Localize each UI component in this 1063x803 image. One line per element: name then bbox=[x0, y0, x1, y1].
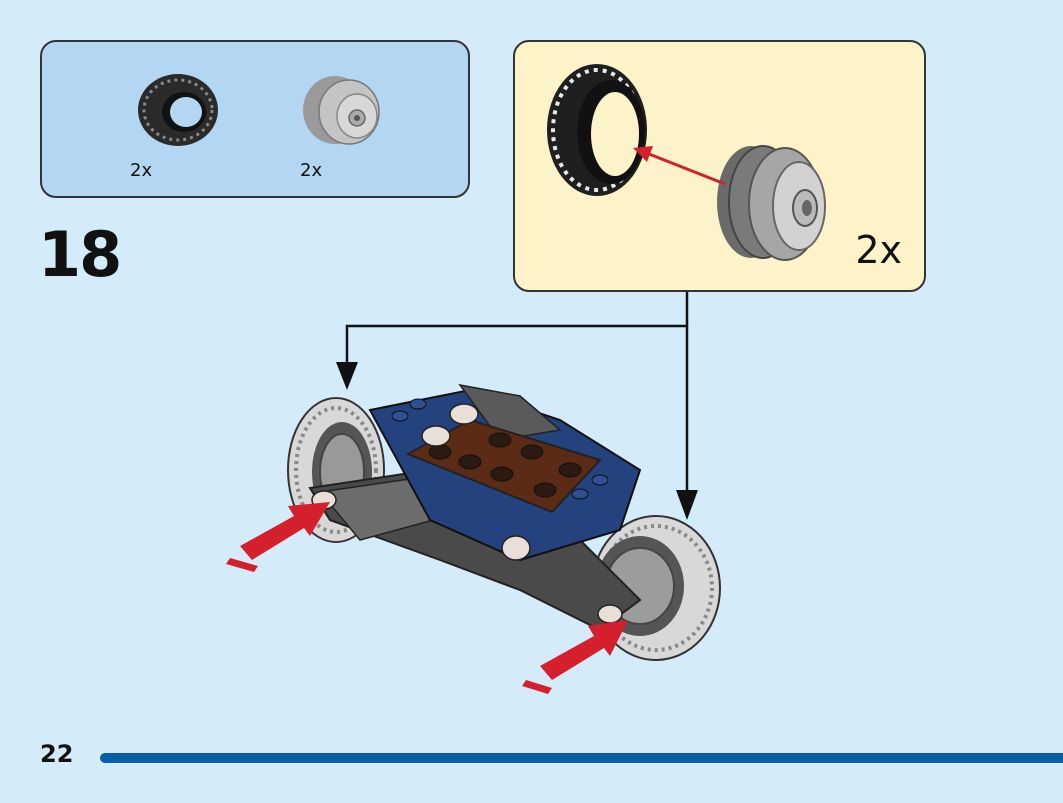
page-number: 22 bbox=[40, 740, 74, 768]
progress-bar bbox=[100, 753, 1063, 763]
rim-qty: 2x bbox=[300, 160, 323, 181]
wheel-rim-icon bbox=[303, 76, 380, 145]
parts-list-panel: 2x 2x bbox=[40, 40, 470, 198]
tire-icon bbox=[138, 74, 218, 146]
step-number: 18 bbox=[38, 218, 122, 291]
subassembly-tire-icon bbox=[547, 64, 647, 196]
insert-arrow-icon bbox=[633, 146, 726, 186]
tire-qty: 2x bbox=[130, 160, 153, 181]
subassembly-rim-icon bbox=[717, 145, 826, 261]
subassembly-panel: 2x bbox=[513, 40, 926, 292]
subassembly-qty: 2x bbox=[855, 228, 902, 272]
